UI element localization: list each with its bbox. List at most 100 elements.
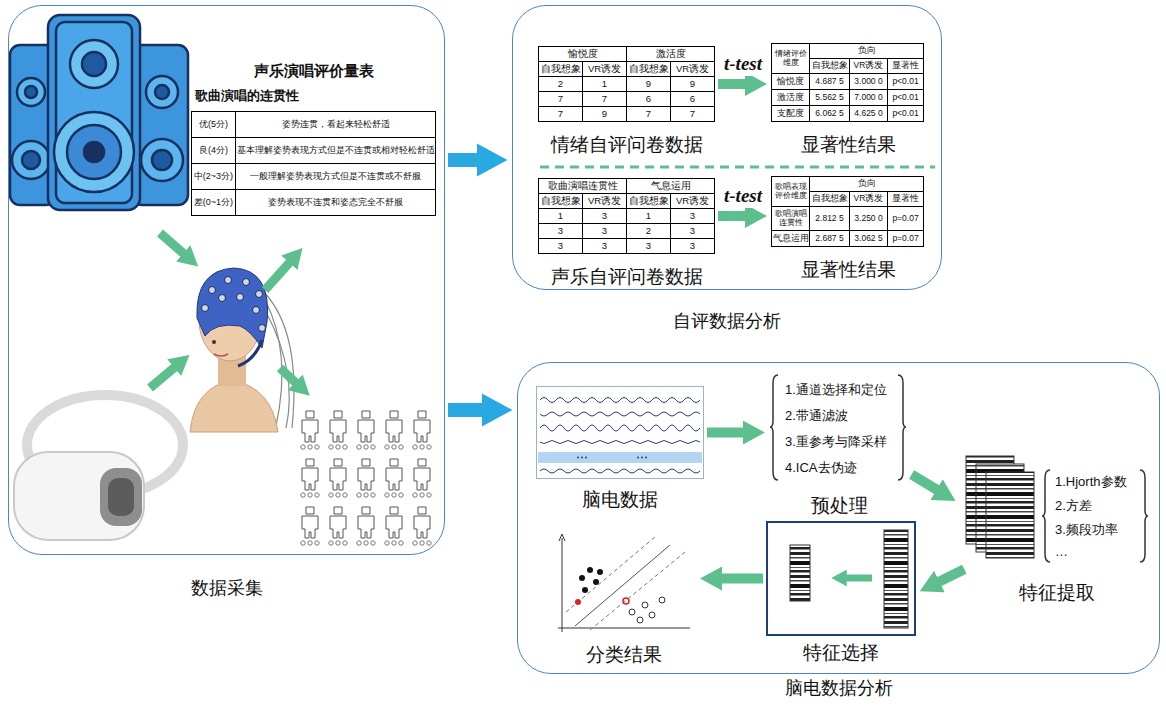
text-slot: 1.Hjorth参数 [1055,475,1127,490]
cell-text: 3.062 5 [854,234,882,244]
table-cell: VR诱发 [850,192,888,207]
caption: 脑电数据 [582,489,658,512]
caption-slot: 声乐自评问卷数据 [551,266,703,289]
cell-text: 9 [646,79,651,90]
table-cell: 2.687 5 [810,231,850,247]
cell-text: 7.000 0 [854,93,882,103]
cell-text: 3 [602,226,607,237]
table-cell: 2.812 5 [810,207,850,231]
table-cell: 显著性 [888,192,924,207]
cell-text: 负向 [858,46,876,56]
cell-text: 7 [646,109,651,120]
brackets [770,375,1148,562]
table-cell: 7 [539,92,583,107]
table-cell: 优(5分) [192,112,236,138]
table-cell: 自我想象 [810,192,850,207]
cell-text: 愉悦度 [777,77,804,87]
data-table: 愉悦度激活度自我想象VR诱发自我想象VR诱发219977667977情绪自评问卷… [538,46,715,122]
cell-text: 优(5分) [199,119,228,129]
table-cell: 歌唱演唱连贯性 [772,207,810,231]
table-cell: 负向 [810,177,924,192]
item-text: 2.带通滤波 [785,409,848,424]
table-cell: 基本理解姿势表现方式但是不连贯或相对轻松舒适 [236,138,436,164]
cell-text: 7 [602,94,607,105]
flow-arrow [707,428,744,438]
table-cell: 3.062 5 [850,231,888,247]
table-cell: 3 [627,239,671,254]
table-cell: 7 [671,107,715,122]
cell-text: 愉悦度 [568,49,598,60]
cell-text: p<0.01 [892,93,918,103]
cell-text: 一般理解姿势表现方式但是不连贯或不舒服 [250,172,421,182]
text-slot: 歌曲演唱的连贯性 [195,89,299,104]
item-text: 3.频段功率 [1055,523,1118,538]
table-cell: 3 [671,239,715,254]
table-cell: VR诱发 [583,62,627,77]
table-cell: 1 [583,77,627,92]
cell-text: 气息运用 [651,181,691,192]
table-cell: 9 [627,77,671,92]
panel-region: 声乐演唱评价量表歌曲演唱的连贯性优(5分)姿势连贯，看起来轻松舒适良(4分)基本… [8,5,445,555]
cell-text: VR诱发 [588,64,621,75]
table-cell: 愉悦度 [772,74,810,90]
cell-text: 3.250 0 [854,214,882,224]
data-table: 歌曲演唱连贯性气息运用自我想象VR诱发自我想象VR诱发131333233333声… [538,178,715,254]
text-slot: … [1055,545,1068,560]
table-cell: 6 [627,92,671,107]
cell-text: 9 [602,109,607,120]
table-cell: 歌曲演唱连贯性 [539,179,627,194]
flow-arrow [938,569,964,582]
caption-slot: 情绪自评问卷数据 [551,134,703,157]
caption-slot: 显著性结果 [801,134,896,157]
table-cell: 歌唱表现评价维度 [772,177,810,207]
cell-text: 差(0~1分) [194,197,233,207]
cell-text: VR诱发 [854,194,884,204]
table-cell: 4.687 5 [810,74,850,90]
cell-text: 2.687 5 [815,234,843,244]
flow-arrow [718,79,746,89]
table-cell: p<0.01 [888,90,924,106]
posture-figures [301,411,431,545]
table-cell: 支配度 [772,106,810,122]
cell-text: 4.687 5 [815,77,843,87]
cell-text: 3 [558,226,563,237]
flow-arrow [718,211,746,221]
cell-text: 歌曲演唱连贯性 [548,181,618,192]
flow-arrows [150,233,296,388]
caption-slot: 数据采集 [191,578,263,600]
svm-plot-illustration [558,534,690,632]
table-cell: 激活度 [627,47,715,62]
caption-slot: 脑电数据 [582,489,658,512]
table-cell: 6.062 5 [810,106,850,122]
table-cell: 3.250 0 [850,207,888,231]
table-cell: p<0.01 [888,74,924,90]
table-cell: 3 [539,239,583,254]
item-text: 1.通道选择和定位 [785,383,887,398]
cell-text: 自我想象 [541,196,581,207]
cell-text: 自我想象 [541,64,581,75]
flow-arrow [721,574,763,584]
item-text: 歌曲演唱的连贯性 [195,89,299,104]
caption: 脑电数据分析 [785,678,893,700]
cell-text: VR诱发 [676,64,709,75]
cell-text: 姿势表现不连贯和姿态完全不舒服 [268,198,403,208]
cell-text: p<0.01 [892,109,918,119]
feature-list: 1.Hjorth参数2.方差3.频段功率…特征提取 [959,453,1154,568]
table-cell: 自我想象 [539,62,583,77]
signal-box: 脑电数据 [536,386,704,479]
cell-text: 自我想象 [629,196,669,207]
caption: 显著性结果 [801,134,896,157]
cell-text: 7 [558,94,563,105]
caption-slot: 预处理 [811,495,868,518]
selection-arrow [846,575,872,582]
table-cell: 6 [671,92,715,107]
cell-text: 1 [558,211,563,222]
table-cell: 2 [627,224,671,239]
caption: 自评数据分析 [673,311,781,333]
flow-arrow [448,153,478,167]
table-cell: 自我想象 [627,194,671,209]
caption: 分类结果 [586,644,662,667]
item-text: 2.方差 [1055,499,1092,514]
selection-box: 特征选择 [766,521,916,636]
cell-text: 激活度 [777,93,804,103]
